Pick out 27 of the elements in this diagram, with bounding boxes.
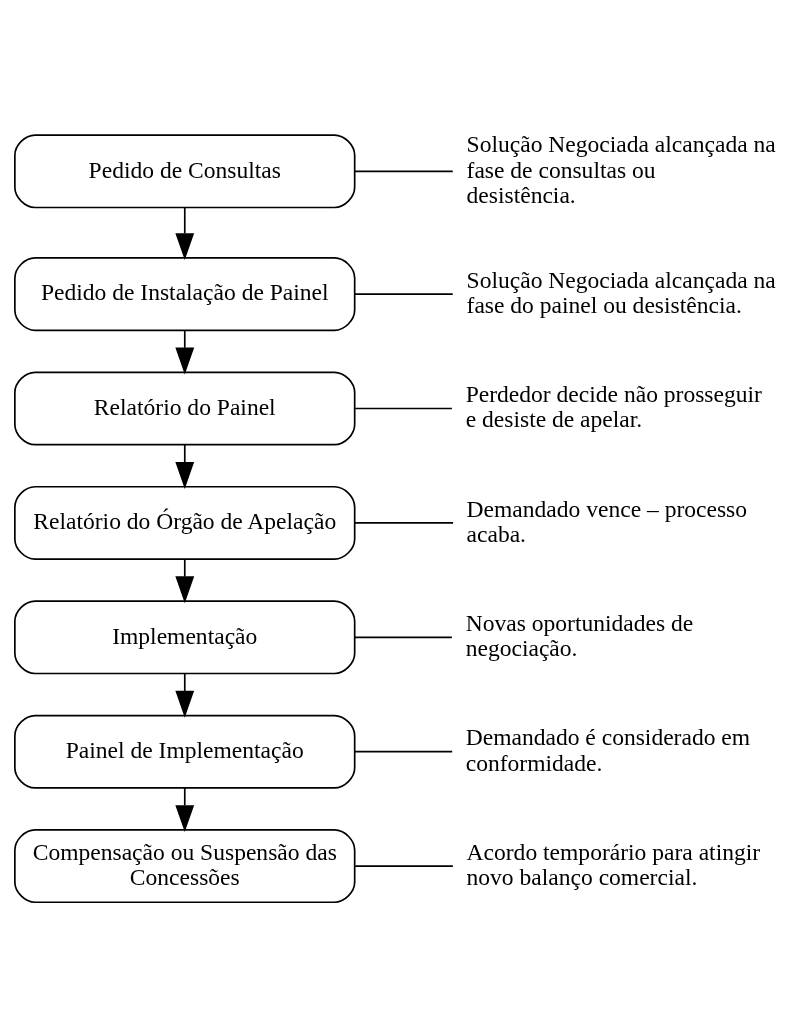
connector: [353, 750, 454, 753]
node-text: Acordo temporário para atingir novo balanço comercial.: [466, 838, 761, 890]
node-text: Demandado é considerado em conformidade.: [465, 723, 751, 776]
node-text: Solução Negociada alcançada na fase de consultas ou desistência.: [466, 130, 776, 208]
connector: [354, 407, 453, 409]
connector: [354, 864, 454, 867]
node-box: Compensação ou Suspensão das Concessões: [14, 828, 356, 903]
arrow: [175, 206, 195, 260]
arrow: [175, 786, 195, 832]
arrow: [175, 443, 195, 489]
connector: [353, 635, 453, 638]
node-box: Relatório do Órgão de Apelação: [14, 485, 356, 560]
connector: [354, 521, 454, 524]
node-text: Demandado vence – processo acaba.: [466, 495, 748, 547]
node-box: Implementação: [14, 599, 356, 674]
arrow: [175, 329, 195, 374]
node-box: Relatório do Painel: [14, 371, 356, 445]
node-text: Solução Negociada alcançada na fase do painel ou desistência.: [466, 266, 776, 318]
node-box: Pedido de Consultas: [14, 133, 356, 208]
connector: [354, 292, 454, 295]
arrow: [175, 557, 195, 603]
arrow: [175, 672, 195, 718]
node-text: Perdedor decide não prosseguir e desiste de apelar.: [465, 380, 762, 432]
node-box: Painel de Implementação: [14, 714, 356, 789]
node-box: Pedido de Instalação de Painel: [14, 256, 356, 331]
connector: [354, 169, 454, 172]
node-text: Novas oportunidades de negociação.: [465, 609, 694, 661]
